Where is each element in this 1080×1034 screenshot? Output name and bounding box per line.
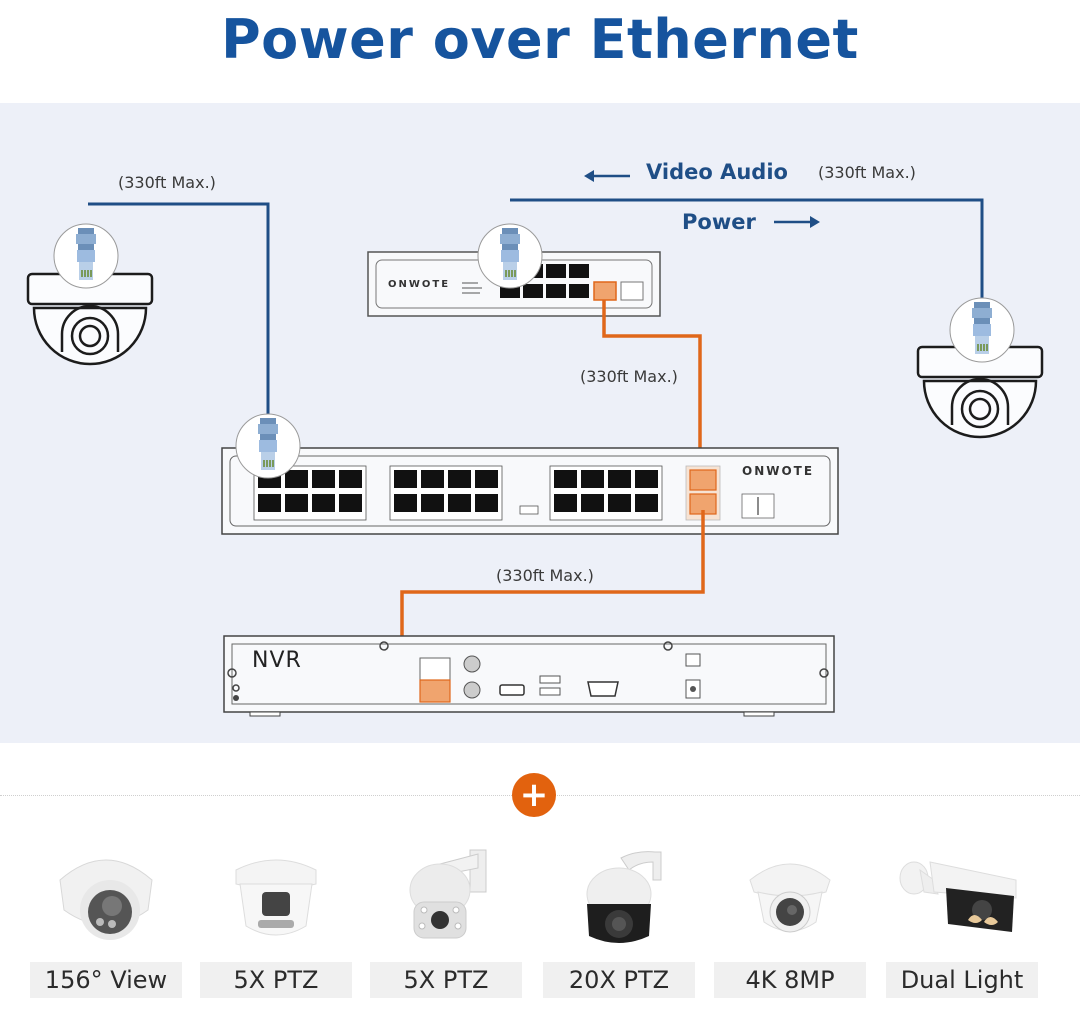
arrow-right-icon xyxy=(774,216,820,228)
arrow-left-icon xyxy=(584,170,630,182)
product-label: 20X PTZ xyxy=(543,962,695,998)
product-card: Dual Light xyxy=(886,840,1038,1000)
uplink-port-1 xyxy=(689,469,717,491)
right-poe-cable xyxy=(510,198,984,330)
right-cable-length-label: (330ft Max.) xyxy=(818,163,916,182)
turret-dome-camera-icon xyxy=(59,859,153,940)
rj45-plug-icon xyxy=(500,228,520,280)
hdmi-port xyxy=(499,684,525,696)
compatible-cameras: 156° View 5X PTZ 5X PTZ 20X PTZ xyxy=(0,840,1080,1034)
product-label: 5X PTZ xyxy=(370,962,522,998)
right-camera xyxy=(510,198,1044,439)
uplink-cable-length-label: (330ft Max.) xyxy=(580,367,678,386)
power-label: Power xyxy=(682,210,756,234)
mini-ptz-camera-icon xyxy=(409,849,487,939)
rj45-plug-icon xyxy=(258,418,278,470)
plus-icon: + xyxy=(512,773,556,817)
product-card: 5X PTZ xyxy=(370,840,522,1000)
left-cable-length-label: (330ft Max.) xyxy=(118,173,216,192)
nvr-label: NVR xyxy=(252,648,302,673)
large-poe-switch xyxy=(221,447,839,535)
page-title: Power over Ethernet xyxy=(221,8,859,71)
turret-ptz-camera-icon xyxy=(235,859,317,936)
rj45-plug-icon xyxy=(972,302,992,354)
product-card: 5X PTZ xyxy=(200,840,352,1000)
rj45-plug-icon xyxy=(76,228,96,280)
vga-port xyxy=(587,681,619,697)
large-switch-brand: ONWOTE xyxy=(742,464,815,478)
speed-dome-ptz-camera-icon xyxy=(586,851,662,943)
left-poe-cable xyxy=(88,202,270,440)
uplink-port xyxy=(593,281,617,301)
product-card: 4K 8MP xyxy=(714,840,866,1000)
dome-4k-camera-icon xyxy=(749,863,831,933)
nvr-device xyxy=(223,635,835,717)
product-label: 156° View xyxy=(30,962,182,998)
product-label: Dual Light xyxy=(886,962,1038,998)
product-card: 20X PTZ xyxy=(543,840,695,1000)
product-card: 156° View xyxy=(30,840,182,1000)
small-switch-brand: ONWOTE xyxy=(388,279,451,290)
video-audio-label: Video Audio xyxy=(646,160,788,184)
nvr-lan-port xyxy=(419,679,451,703)
product-label: 4K 8MP xyxy=(714,962,866,998)
uplink-cable xyxy=(602,300,702,470)
bullet-dual-light-camera-icon xyxy=(899,861,1017,932)
nvr-cable-length-label: (330ft Max.) xyxy=(496,566,594,585)
product-label: 5X PTZ xyxy=(200,962,352,998)
port-grid xyxy=(258,470,658,512)
left-camera xyxy=(26,202,270,440)
